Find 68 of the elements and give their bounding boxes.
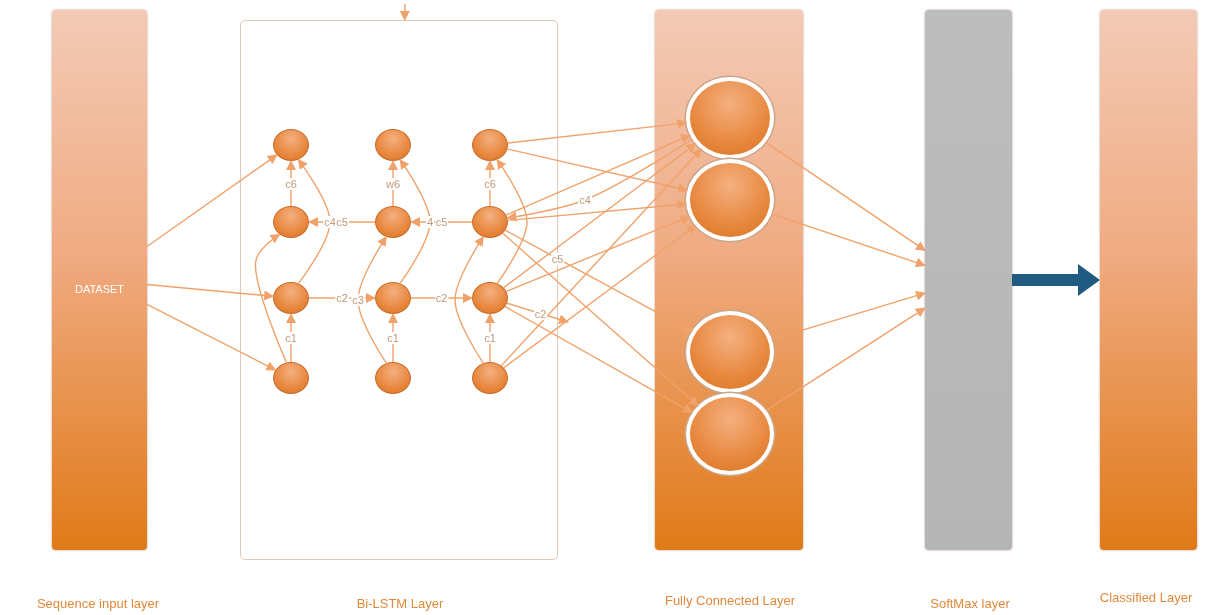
neuron-circle [272,281,309,314]
arrow [505,215,691,292]
arrow [771,290,926,341]
arrow [503,143,697,289]
arrow [500,148,702,367]
layer-caption: Sequence input layer [35,596,161,611]
arrow [765,307,926,412]
edge-label: c6 [483,177,497,190]
neuron-circle [686,311,774,393]
arrow [410,293,473,303]
layer-caption: Bi-LSTM Layer [355,596,445,611]
layer-bar [52,10,147,550]
edge-label: c2 [335,292,349,304]
edge-label: c2 [434,292,449,304]
edge-label: c4 [578,194,592,206]
arrow [502,232,699,407]
arrow [399,3,410,21]
arrow [454,236,485,364]
edge-label: c6 [284,177,298,190]
edge-label: c1 [284,332,298,344]
arrow [496,158,528,284]
arrow [254,233,288,364]
arrow [506,302,569,325]
arrow [504,305,694,414]
neuron-circle [374,281,411,314]
edge-label: w6 [384,177,402,190]
neuron-circle [272,361,309,394]
edge-label: c5 [550,252,565,265]
edge-label: c5 [434,216,449,228]
layer-bar [655,10,803,550]
arrow [399,158,431,284]
neuron-circle [272,205,309,238]
block-arrow [1012,264,1100,296]
layer-bar [925,10,1012,550]
neuron-circle [686,393,774,475]
neuron-circle [471,281,508,314]
edge-label: c1 [483,332,497,344]
neuron-circle [374,128,411,161]
arrow [506,148,689,194]
edge-label: 4 [425,216,435,228]
neuron-circle [272,128,309,161]
neuron-circle [471,128,508,161]
neuron-circle [471,361,508,394]
edge-label: c5 [335,216,349,228]
arrow [503,224,697,369]
node-label: DATASET [73,283,126,296]
neuron-circle [374,361,411,394]
layer-caption: Fully Connected Layer [663,593,797,608]
arrow [146,154,278,248]
edge-label: c1 [386,332,400,344]
layer-caption: Classified Layer [1098,590,1194,605]
neuron-circle [686,77,774,159]
layer-bar [1100,10,1197,550]
neuron-circle [471,205,508,238]
arrow [507,118,688,144]
neuron-circle [374,205,411,238]
arrow [146,283,275,301]
arrow [297,158,331,285]
arrow [770,213,926,268]
neuron-circle [686,159,774,241]
arrow [146,303,277,371]
edge-label: c2 [533,307,548,320]
arrow [504,229,693,333]
edge-label: c3 [351,294,365,306]
layer-caption: SoftMax layer [929,596,1011,611]
arrow [764,141,926,252]
arrow [507,199,688,222]
arrow [357,236,388,364]
